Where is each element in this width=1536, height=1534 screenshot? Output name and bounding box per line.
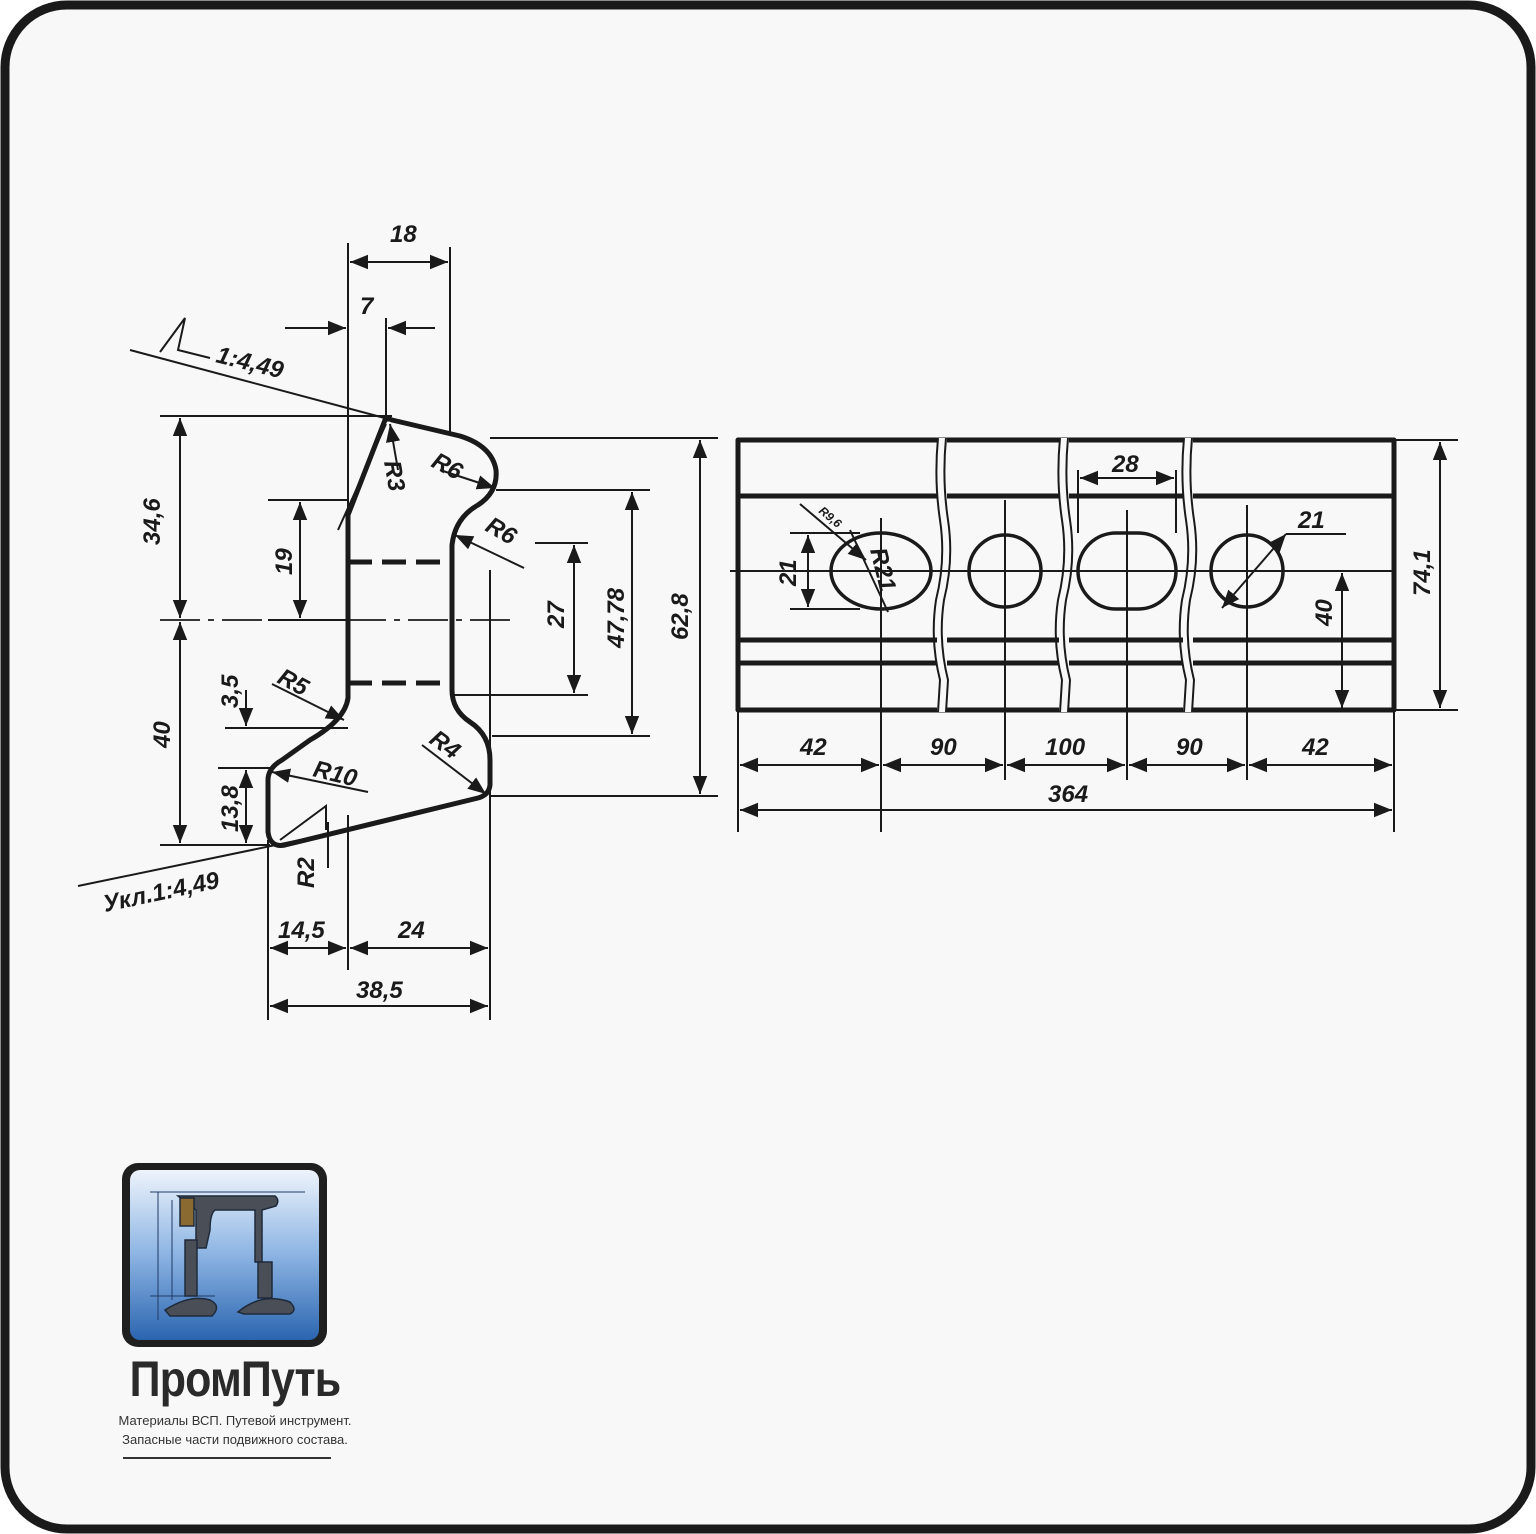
- dim-62-8: 62,8: [667, 593, 694, 640]
- dim-19: 19: [271, 548, 298, 575]
- dim-21-right: 21: [1297, 507, 1325, 534]
- dim-14-5: 14,5: [278, 917, 325, 944]
- dim-7: 7: [360, 293, 375, 320]
- dim-13-8: 13,8: [217, 785, 244, 832]
- dim-34-6: 34,6: [139, 498, 166, 545]
- slope-triangle-top: [159, 317, 211, 359]
- dim-47-78: 47,78: [603, 587, 630, 649]
- leader-r5: [271, 683, 345, 721]
- radius-r2: R2: [293, 857, 320, 888]
- radius-r3: R3: [378, 458, 410, 494]
- tagline-underline: [123, 1457, 331, 1459]
- break-lines-outline: [932, 437, 1198, 713]
- brand-tagline-1: Материалы ВСП. Путевой инструмент.: [118, 1413, 352, 1428]
- leader-r9-6: [799, 503, 867, 561]
- dim-42b: 42: [1301, 734, 1329, 761]
- dim-27: 27: [543, 600, 570, 629]
- leader-r4: [421, 744, 487, 795]
- brand-name: ПромПуть: [129, 1351, 342, 1407]
- dim-90b: 90: [1176, 734, 1203, 761]
- dim-3-5: 3,5: [217, 674, 244, 708]
- leader-21-right: [1221, 533, 1287, 609]
- front-view: 28 21 R9,6 R21 21 40 74,1 42 90 100 90 4…: [730, 437, 1458, 832]
- dim-90a: 90: [930, 734, 957, 761]
- leader-r6b: [454, 534, 525, 569]
- leader-r3b: [337, 423, 387, 531]
- leader-r6a: [439, 469, 496, 490]
- dim-28: 28: [1111, 451, 1139, 478]
- profile-outline: [265, 416, 499, 848]
- dim-24: 24: [397, 917, 425, 944]
- dim-38-5: 38,5: [356, 977, 403, 1004]
- dim-74-1: 74,1: [1409, 549, 1436, 596]
- leader-r21: [849, 529, 889, 613]
- break-lines: [937, 438, 1193, 712]
- leader-r10: [271, 768, 369, 793]
- dim-40-right: 40: [1311, 599, 1338, 627]
- slope-line-bottom: [77, 839, 301, 887]
- dim-18: 18: [390, 221, 417, 248]
- brand-tagline-2: Запасные части подвижного состава.: [122, 1432, 348, 1447]
- leader-r3: [385, 423, 401, 471]
- dim-100: 100: [1045, 734, 1086, 761]
- dim-42a: 42: [799, 734, 827, 761]
- dim-364: 364: [1048, 781, 1088, 808]
- dim-40-left: 40: [149, 721, 176, 749]
- brand-logo: [122, 1163, 327, 1347]
- slope-triangle-bottom: [279, 804, 327, 841]
- dim-21-left: 21: [775, 559, 802, 587]
